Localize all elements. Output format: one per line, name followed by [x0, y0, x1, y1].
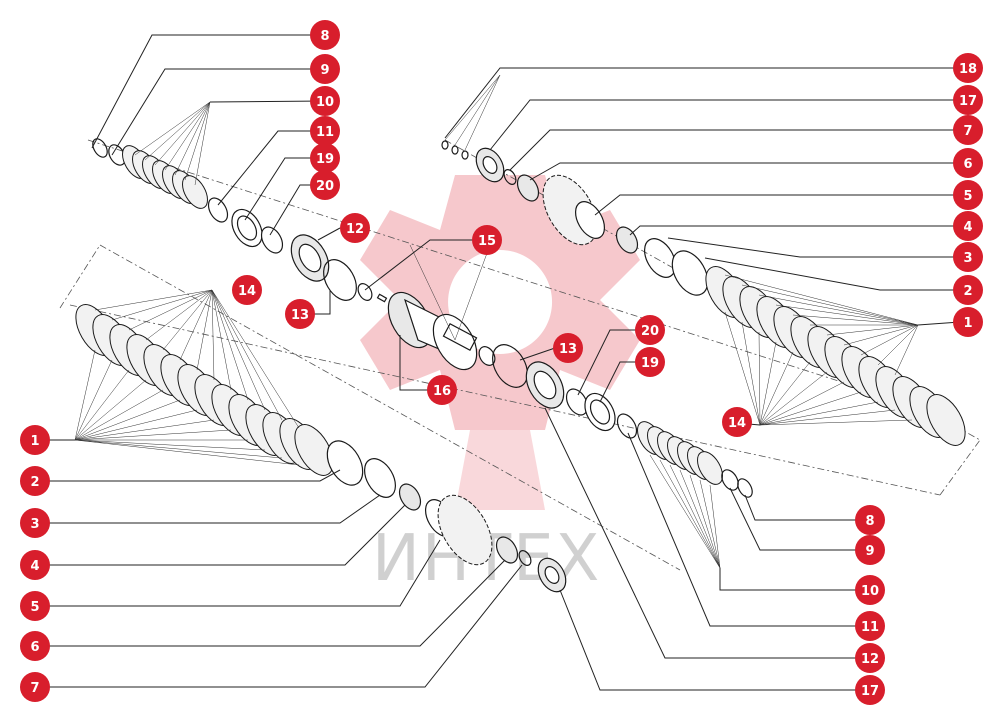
svg-text:14: 14	[238, 284, 256, 299]
callout-8-top: 8	[310, 20, 340, 50]
callout-5-left: 5	[20, 591, 50, 621]
svg-text:5: 5	[963, 189, 972, 204]
callout-13-mid: 13	[553, 333, 583, 363]
clutch-disc-stack-left	[75, 304, 334, 476]
svg-text:17: 17	[861, 684, 879, 699]
svg-text:4: 4	[30, 559, 39, 574]
callout-3-left: 3	[20, 508, 50, 538]
callout-8-bottom: 8	[855, 505, 885, 535]
gear-5-upper	[542, 174, 606, 246]
callout-1-left: 1	[20, 425, 50, 455]
svg-text:19: 19	[316, 152, 334, 167]
svg-text:14: 14	[728, 416, 746, 431]
svg-text:7: 7	[30, 681, 39, 696]
svg-text:9: 9	[320, 63, 329, 78]
callout-20-mid: 20	[635, 315, 665, 345]
callout-9-bottom: 9	[855, 535, 885, 565]
bearing-12-lower	[525, 361, 565, 409]
svg-text:19: 19	[641, 356, 659, 371]
svg-text:2: 2	[963, 284, 972, 299]
callout-7-right: 7	[953, 115, 983, 145]
svg-text:15: 15	[478, 234, 496, 249]
svg-text:5: 5	[30, 600, 39, 615]
bearing-17-upper	[475, 147, 505, 183]
callout-19-top: 19	[310, 143, 340, 173]
callout-17-bottom: 17	[855, 675, 885, 705]
svg-text:20: 20	[641, 324, 659, 339]
bearing-12-upper	[290, 234, 330, 282]
gear-5-lower	[424, 494, 493, 566]
svg-text:13: 13	[291, 308, 309, 323]
callout-5-right: 5	[953, 180, 983, 210]
callout-4-left: 4	[20, 550, 50, 580]
svg-text:18: 18	[959, 62, 977, 77]
callout-20-top: 20	[310, 170, 340, 200]
callout-14-right: 14	[722, 407, 752, 437]
svg-text:9: 9	[865, 544, 874, 559]
lower-left-parts	[75, 304, 567, 593]
callout-13-left: 13	[285, 299, 315, 329]
clutch-disc-stack-right	[705, 266, 966, 446]
svg-text:10: 10	[861, 584, 879, 599]
centre-hub	[323, 259, 528, 388]
callout-6-right: 6	[953, 148, 983, 178]
fan-lines	[74, 74, 919, 569]
svg-text:1: 1	[30, 434, 39, 449]
svg-text:6: 6	[30, 640, 39, 655]
callout-7-left: 7	[20, 672, 50, 702]
callout-15: 15	[472, 225, 502, 255]
clutch-drum-16	[387, 291, 478, 371]
clutch-disc-stack-lower	[637, 421, 723, 485]
callout-19-mid: 19	[635, 347, 665, 377]
callouts: 8 9 10 11 19 20 12 14 13 15 16 13 20 19 …	[20, 20, 983, 705]
svg-text:3: 3	[963, 251, 972, 266]
bearing-17-lower	[537, 557, 567, 593]
svg-text:16: 16	[433, 384, 451, 399]
callout-10-bottom: 10	[855, 575, 885, 605]
callout-9-top: 9	[310, 54, 340, 84]
svg-text:2: 2	[30, 475, 39, 490]
svg-text:1: 1	[963, 316, 972, 331]
svg-text:17: 17	[959, 94, 977, 109]
svg-text:7: 7	[963, 124, 972, 139]
svg-text:11: 11	[861, 620, 879, 635]
callout-3-right: 3	[953, 242, 983, 272]
svg-text:8: 8	[865, 514, 874, 529]
callout-2-right: 2	[953, 275, 983, 305]
callout-6-left: 6	[20, 631, 50, 661]
svg-text:12: 12	[861, 652, 879, 667]
upper-left-parts	[92, 138, 330, 282]
upper-right-parts	[441, 140, 966, 446]
callout-10-top: 10	[310, 86, 340, 116]
svg-text:10: 10	[316, 95, 334, 110]
callout-16: 16	[427, 375, 457, 405]
callout-14-left: 14	[232, 275, 262, 305]
svg-text:20: 20	[316, 179, 334, 194]
callout-17-right: 17	[953, 85, 983, 115]
svg-text:3: 3	[30, 517, 39, 532]
callout-18-right: 18	[953, 53, 983, 83]
svg-text:11: 11	[316, 125, 334, 140]
callout-1-right: 1	[953, 307, 983, 337]
svg-text:8: 8	[320, 29, 329, 44]
svg-text:6: 6	[963, 157, 972, 172]
callout-2-left: 2	[20, 466, 50, 496]
callout-4-right: 4	[953, 211, 983, 241]
callout-12-top: 12	[340, 213, 370, 243]
clutch-disc-stack-upper	[122, 145, 208, 209]
callout-11-bottom: 11	[855, 611, 885, 641]
middle-right-parts	[525, 361, 753, 498]
svg-text:12: 12	[346, 222, 364, 237]
svg-text:13: 13	[559, 342, 577, 357]
callout-11-top: 11	[310, 116, 340, 146]
svg-text:4: 4	[963, 220, 972, 235]
callout-12-bottom: 12	[855, 643, 885, 673]
